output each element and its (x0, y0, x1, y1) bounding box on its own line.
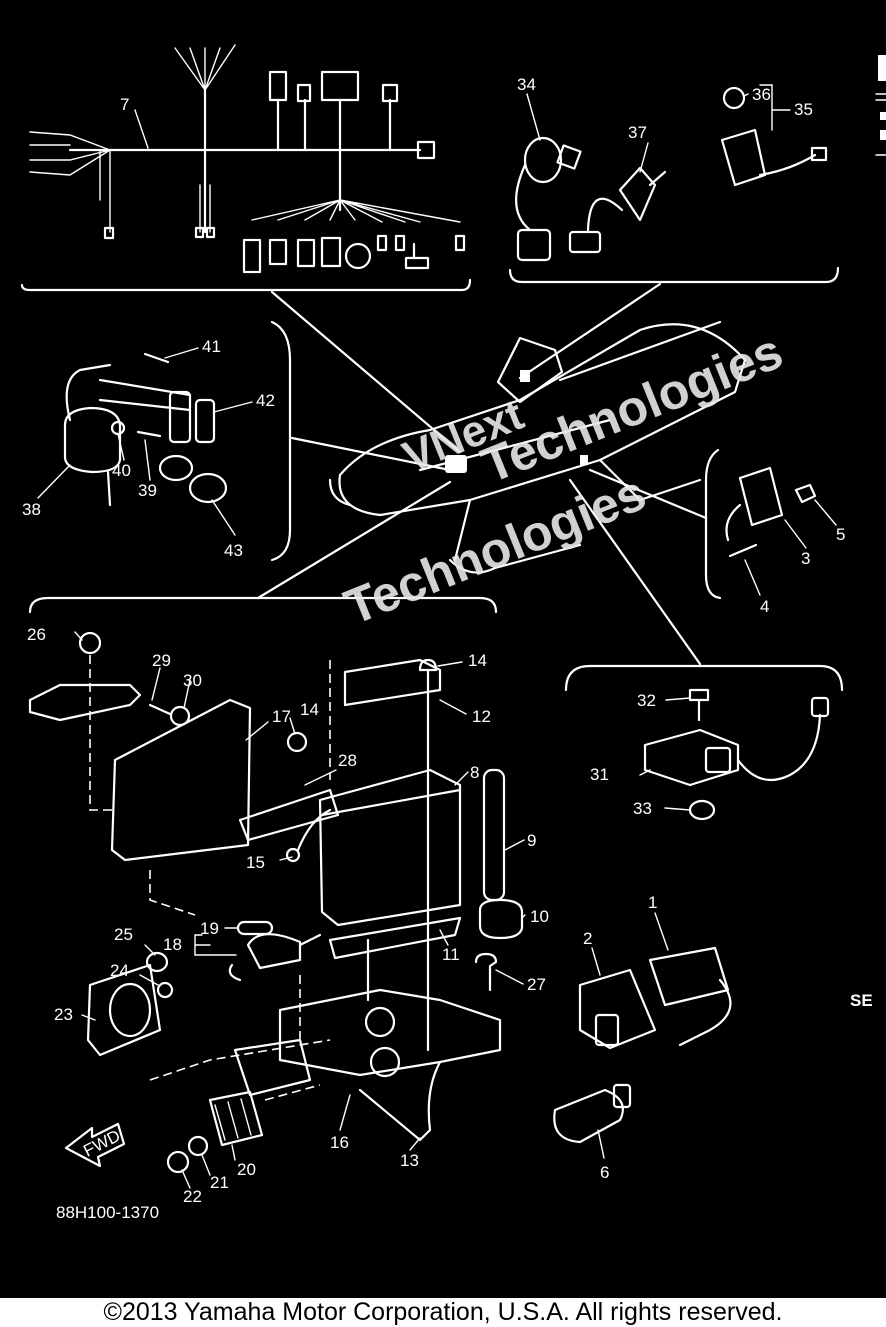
diagram-drawing: FWD (20, 44, 886, 1222)
callout-36: 36 (752, 85, 771, 104)
battery-assembly (28, 631, 524, 1174)
callout-38: 38 (22, 500, 41, 519)
callout-37: 37 (628, 123, 647, 142)
callout-9: 9 (527, 831, 536, 850)
callout-25: 25 (114, 925, 133, 944)
callout-13: 13 (400, 1151, 419, 1170)
callout-17: 17 (272, 707, 291, 726)
panel-bracket-ignition-coil (270, 320, 292, 562)
callout-15: 15 (246, 853, 265, 872)
callout-29: 29 (152, 651, 171, 670)
panel-bracket-battery (28, 596, 498, 614)
callout-10: 10 (530, 907, 549, 926)
parts-diagram: FWD (0, 0, 886, 1298)
callout-35: 35 (794, 100, 813, 119)
panel-bracket-rectifier (704, 448, 722, 600)
callout-28: 28 (338, 751, 357, 770)
leader-relay (568, 478, 702, 666)
panel-bracket-switches (508, 266, 840, 284)
panel-bracket-starter-relay (564, 664, 844, 692)
callout-5: 5 (836, 525, 845, 544)
callout-7: 7 (120, 95, 129, 114)
leader-coil (290, 436, 452, 472)
callout-11: 11 (442, 945, 460, 964)
callout-20: 20 (237, 1160, 256, 1179)
callout-19: 19 (200, 919, 219, 938)
right-edge-fragments: SE (850, 55, 886, 1010)
callout-12: 12 (472, 707, 491, 726)
callout-16: 16 (330, 1133, 349, 1152)
leader-battery (256, 480, 452, 600)
callout-26: 26 (27, 625, 46, 644)
panel-bracket-harness (20, 278, 472, 292)
battery-dash-lines (89, 655, 331, 1101)
callout-43: 43 (224, 541, 243, 560)
control-units (553, 946, 732, 1144)
callout-42: 42 (256, 391, 275, 410)
callout-1: 1 (648, 893, 657, 912)
callout-18: 18 (163, 935, 182, 954)
callout-33: 33 (633, 799, 652, 818)
stop-switch (568, 166, 667, 254)
callout-31: 31 (590, 765, 609, 784)
leader-switches (518, 282, 662, 380)
main-switch (515, 136, 582, 262)
cut-off-heading: SE (850, 991, 873, 1010)
snowmobile-outline (328, 320, 747, 574)
callout-leaders (37, 84, 837, 1189)
callout-39: 39 (138, 481, 157, 500)
callout-2: 2 (583, 929, 592, 948)
callout-24: 24 (110, 961, 129, 980)
leader-harness (270, 290, 462, 454)
wire-harness (29, 44, 466, 274)
diagram-code: 88H100-1370 (56, 1203, 159, 1222)
callout-22: 22 (183, 1187, 202, 1206)
watermark: VNext Technologies Technologies (337, 323, 790, 636)
callout-21: 21 (210, 1173, 229, 1192)
callout-numbers: 7 34 37 36 35 41 42 38 40 39 43 5 3 4 26… (22, 75, 845, 1206)
copyright-footer: ©2013 Yamaha Motor Corporation, U.S.A. A… (0, 1298, 886, 1327)
callout-14b: 14 (300, 700, 319, 719)
callout-30: 30 (183, 671, 202, 690)
leader-rectifier (588, 468, 708, 520)
callout-3: 3 (801, 549, 810, 568)
callout-27: 27 (527, 975, 546, 994)
callout-34: 34 (517, 75, 536, 94)
callout-32: 32 (637, 691, 656, 710)
rectifier (725, 466, 817, 558)
indicator-light (720, 86, 828, 187)
fwd-arrow-icon: FWD (64, 1122, 126, 1168)
callout-8: 8 (470, 763, 479, 782)
callout-41: 41 (202, 337, 221, 356)
callout-4: 4 (760, 597, 769, 616)
callout-23: 23 (54, 1005, 73, 1024)
callout-14a: 14 (468, 651, 487, 670)
callout-6: 6 (600, 1163, 609, 1182)
starter-relay (643, 688, 830, 821)
callout-40: 40 (112, 461, 131, 480)
